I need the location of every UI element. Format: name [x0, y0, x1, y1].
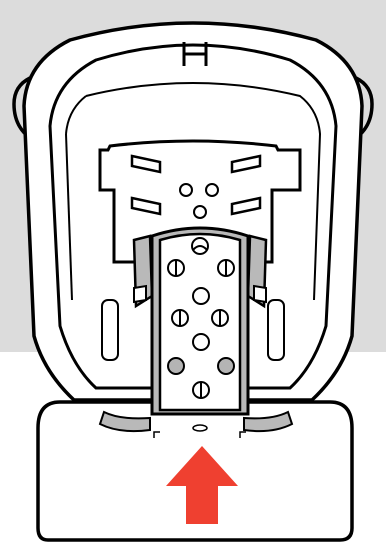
back-hole: [180, 184, 192, 196]
back-hole: [194, 206, 206, 218]
back-hole: [206, 184, 218, 196]
right-clip: [254, 286, 266, 302]
plate-hole-filled: [218, 358, 234, 374]
plate-hole: [193, 334, 209, 350]
plate-hole: [193, 288, 209, 304]
plate-hole-filled: [168, 358, 184, 374]
left-clip: [134, 286, 146, 302]
